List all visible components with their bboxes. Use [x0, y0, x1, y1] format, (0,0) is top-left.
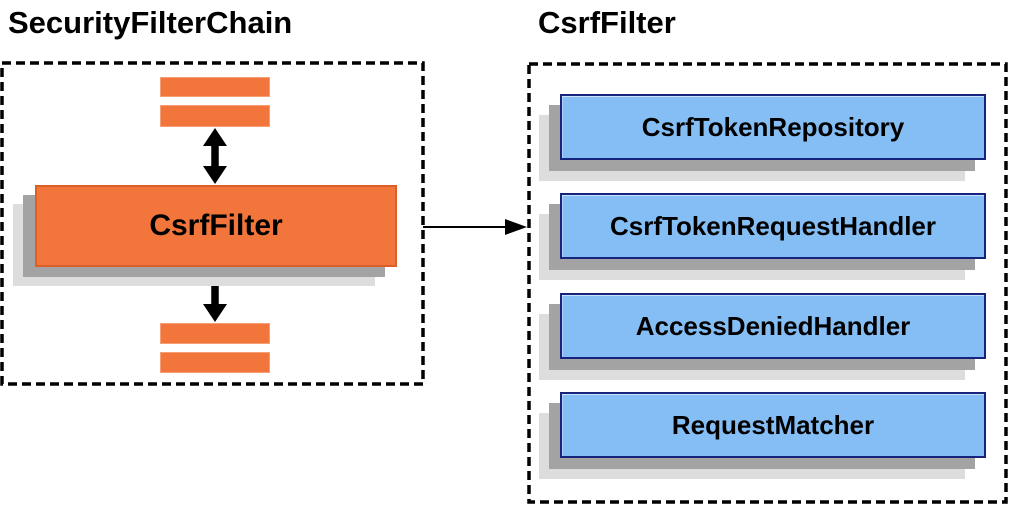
component-box-access-denied-handler: AccessDeniedHandler [560, 293, 986, 359]
security-filter-chain-boundary [0, 61, 425, 386]
filter-placeholder-bar [160, 77, 270, 97]
filter-placeholder-bar [160, 352, 270, 373]
component-box-request-matcher: RequestMatcher [560, 392, 986, 458]
csrf-filter-title: CsrfFilter [538, 5, 676, 40]
security-filter-chain-title: SecurityFilterChain [8, 5, 293, 40]
up-down-arrow-icon [203, 268, 227, 322]
component-label: CsrfTokenRepository [641, 111, 905, 142]
filter-placeholder-bar [160, 105, 270, 127]
csrf-filter-node: CsrfFilter [35, 185, 397, 267]
component-label: RequestMatcher [671, 409, 875, 440]
filter-placeholder-bar [160, 323, 270, 344]
up-down-arrow-icon [203, 128, 227, 184]
right-arrow-icon [505, 219, 527, 235]
component-box-csrf-token-request-handler: CsrfTokenRequestHandler [560, 193, 986, 259]
component-label: AccessDeniedHandler [635, 310, 911, 341]
component-box-csrf-token-repository: CsrfTokenRepository [560, 94, 986, 160]
component-label: CsrfTokenRequestHandler [609, 210, 937, 241]
csrf-filter-boundary [527, 62, 1008, 504]
csrf-filter-node-label: CsrfFilter [149, 209, 283, 242]
